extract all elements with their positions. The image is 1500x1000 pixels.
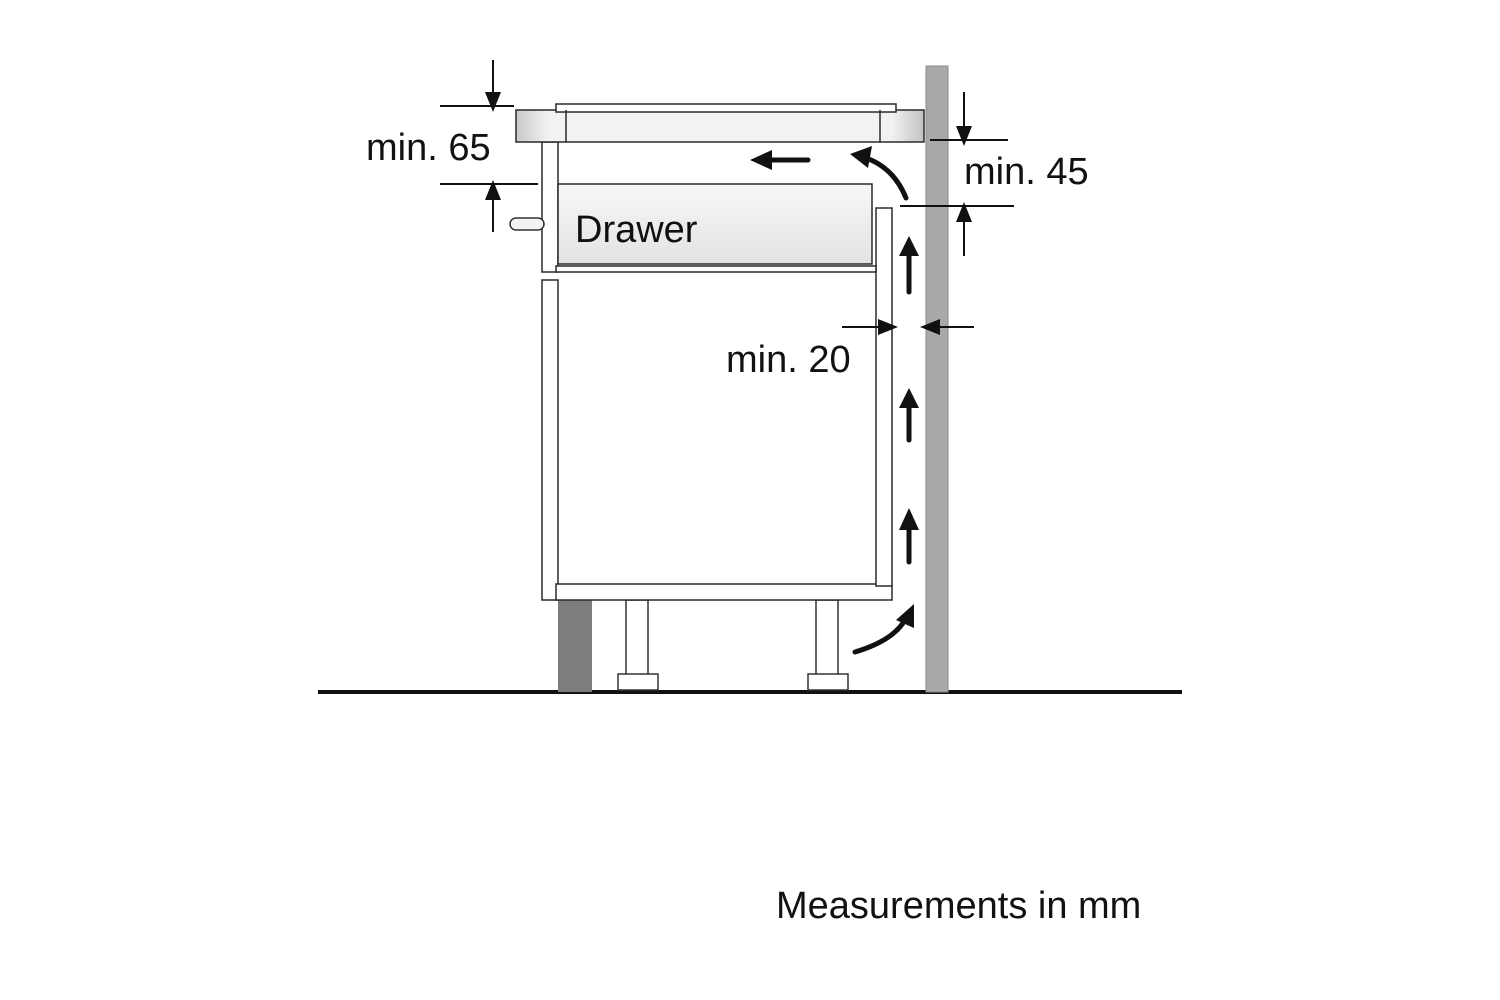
dimension-min-45 [900,92,1014,256]
drawer-handle [509,217,545,231]
airflow-up-arrow [899,388,919,443]
airflow-curve-arrow [850,146,909,201]
base-cabinet [541,141,893,601]
plinth [558,600,592,692]
airflow-up-arrow [899,508,919,565]
airflow-outflow-arrow [750,150,811,170]
min-45-label: min. 45 [964,151,1089,193]
drawer [557,183,873,265]
airflow-arrows [750,146,919,655]
drawer-label: Drawer [575,209,698,251]
airflow-up-arrow [899,236,919,295]
cabinet-legs [617,599,849,691]
airflow-inflow-arrow [852,604,914,655]
min-65-label: min. 65 [366,127,491,169]
hob [515,103,925,143]
units-note: Measurements in mm [776,885,1141,927]
min-20-label: min. 20 [726,339,851,381]
dimension-min-65 [440,60,538,232]
wall [925,65,949,693]
